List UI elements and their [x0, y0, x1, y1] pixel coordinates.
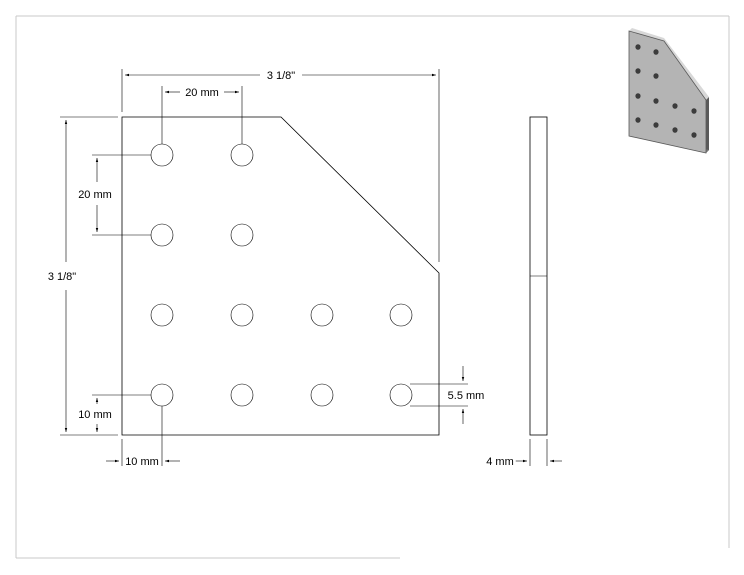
front-view: 3 1/8" 20 mm 3 1/8" 20 mm [45, 69, 487, 469]
sheet-border [15, 15, 730, 559]
edge-offset-bottom-label: 10 mm [78, 409, 112, 421]
dimension-thickness: 4 mm [484, 439, 562, 469]
dimension-hole-diameter: 5.5 mm [410, 366, 487, 424]
dimension-hole-pitch-horizontal: 20 mm [161, 86, 243, 144]
iso-plate-face [628, 30, 707, 154]
plate-outline [121, 116, 440, 436]
hole-diameter-label: 5.5 mm [448, 390, 485, 402]
thickness-label: 4 mm [486, 456, 514, 468]
overall-width-label: 3 1/8" [267, 70, 295, 82]
dimension-hole-pitch-vertical: 20 mm [76, 154, 151, 236]
isometric-view [628, 28, 709, 154]
edge-offset-left-label: 10 mm [125, 456, 159, 468]
overall-height-label: 3 1/8" [48, 271, 76, 283]
dimension-overall-width: 3 1/8" [121, 69, 440, 262]
hole-pitch-horizontal-label: 20 mm [185, 87, 219, 99]
hole [150, 303, 174, 327]
hole [230, 303, 254, 327]
hole [389, 303, 413, 327]
side-view: 4 mm [484, 116, 562, 469]
dimension-edge-offset-left: 10 mm [106, 406, 180, 469]
hole [310, 303, 334, 327]
hole [310, 383, 334, 407]
hole [389, 383, 413, 407]
hole [230, 383, 254, 407]
dimension-edge-offset-bottom: 10 mm [76, 394, 151, 432]
dimension-overall-height: 3 1/8" [45, 116, 118, 436]
hole-pitch-vertical-label: 20 mm [78, 189, 112, 201]
hole [230, 223, 254, 247]
